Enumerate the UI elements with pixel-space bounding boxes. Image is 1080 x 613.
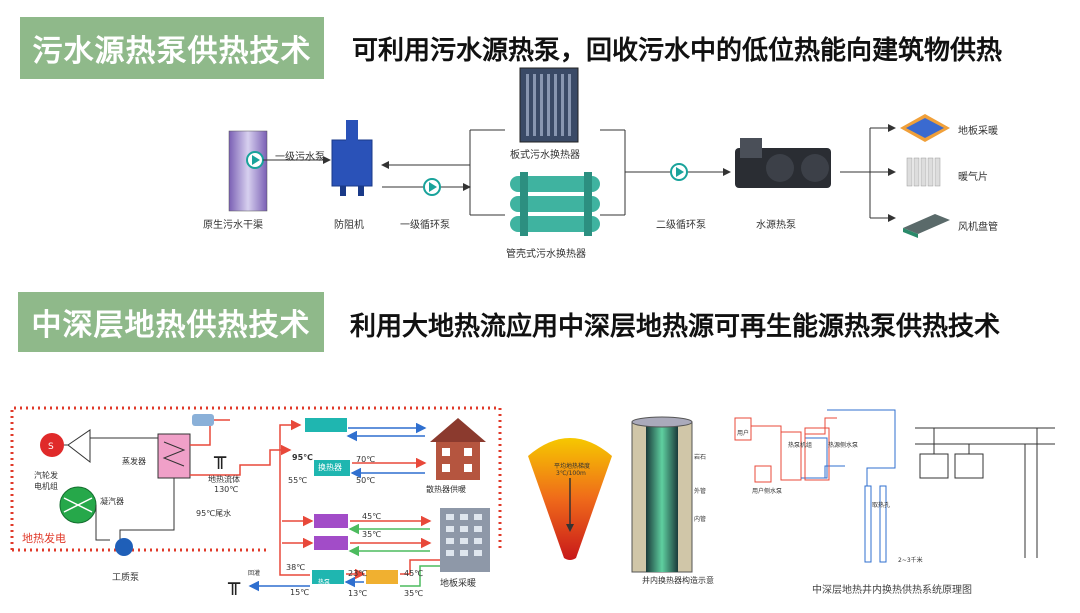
- label-t35b: 35℃: [404, 589, 424, 598]
- geo-power-frame: [10, 406, 502, 550]
- label-condenser: 凝汽器: [100, 497, 124, 506]
- label-pump1: 一级污水泵: [275, 152, 325, 163]
- label-plate-hx: 板式污水换热器: [510, 150, 580, 161]
- working-pump-icon: [115, 538, 133, 556]
- label-radiator: 暖气片: [958, 172, 988, 183]
- generator-icon: [40, 433, 64, 457]
- label-loop2: 二级循环泵: [656, 220, 706, 231]
- label-source-pump: 热源侧水泵: [828, 442, 859, 449]
- evaporator-icon: [157, 433, 191, 479]
- label-floor-heating: 地板采暖: [440, 579, 477, 589]
- hp-box-1: [314, 514, 348, 528]
- label-gradient-val: 3℃/100m: [556, 470, 586, 477]
- label-sewage-channel: 原生污水干渠: [203, 220, 263, 231]
- label-user: 用户: [737, 430, 750, 437]
- svg-text:╥: ╥: [227, 571, 241, 595]
- label-t55: 55℃: [288, 476, 308, 485]
- fan-coil-icon: [903, 214, 950, 238]
- label-heat-pump: 水源热泵: [756, 220, 796, 231]
- label-steam-gen: 汽轮发电机组: [34, 471, 58, 491]
- label-fan-coil: 风机盘管: [958, 222, 998, 233]
- floor-heating-icon: [900, 114, 950, 142]
- label-loop1: 一级循环泵: [400, 220, 450, 231]
- label-user-pump: 用户侧水泵: [752, 488, 783, 495]
- label-evaporator: 蒸发器: [122, 457, 146, 466]
- label-depth: 2~3千米: [898, 557, 923, 564]
- well-heat-exchanger-diagram: [528, 416, 693, 573]
- sewage-heat-pump-diagram: [228, 67, 950, 238]
- label-t35a: 35℃: [362, 530, 382, 539]
- hx-box-top: [305, 418, 347, 432]
- well-inner: [646, 422, 678, 572]
- radiator-icon: [906, 157, 941, 187]
- water-source-heat-pump: [735, 138, 831, 188]
- label-hp-unit: 热泵机组: [788, 442, 813, 449]
- label-inner: 内管: [694, 516, 707, 523]
- geothermal-power-diagram: S ╥: [10, 406, 502, 595]
- section1-banner: 污水源热泵供热技术: [20, 17, 324, 79]
- label-t23: 23℃: [348, 569, 368, 578]
- section2-banner: 中深层地热供热技术: [18, 292, 324, 352]
- label-t45a: 45℃: [362, 512, 382, 521]
- label-t50: 50℃: [356, 476, 376, 485]
- bottom-hx-1: [312, 570, 344, 584]
- label-well-caption: 井内换热器构造示意: [642, 576, 714, 585]
- label-gradient: 平均地热梯度: [554, 463, 591, 470]
- section2-headline: 利用大地热流应用中深层地热源可再生能源热泵供热技术: [350, 312, 1001, 342]
- shell-hx: [510, 172, 600, 236]
- label-geo-fluid: 地热流体: [208, 475, 240, 484]
- label-floor-heating: 地板采暖: [958, 126, 998, 137]
- svg-text:S: S: [48, 442, 54, 452]
- label-t70: 70℃: [356, 455, 376, 464]
- label-radiator-heating: 散热器供暖: [426, 485, 466, 494]
- section1-headline: 可利用污水源热泵，回收污水中的低位热能向建筑物供热: [352, 36, 1003, 66]
- label-geo-power: 地热发电: [22, 532, 66, 545]
- label-rock: 岩石: [694, 454, 707, 461]
- label-well: 取热孔: [872, 502, 891, 509]
- label-hp: 热泵: [318, 579, 331, 586]
- house-icon: [430, 418, 486, 480]
- label-anti-block: 防阻机: [334, 220, 364, 231]
- sewage-channel: [228, 130, 268, 212]
- label-t15: 15℃: [290, 588, 310, 597]
- bottom-hx-2: [366, 570, 398, 584]
- label-geo-fluid-temp: 130℃: [214, 485, 239, 494]
- label-t95: 95℃: [292, 453, 313, 462]
- geothermal-system-diagram: [734, 409, 1055, 563]
- label-shell-hx: 管壳式污水换热器: [506, 249, 586, 260]
- label-outer: 外管: [694, 488, 707, 495]
- anti-block-machine: [331, 139, 373, 187]
- hp-box-2: [314, 536, 348, 550]
- label-hx: 换热器: [318, 463, 342, 472]
- label-working-pump: 工质泵: [112, 573, 140, 583]
- apartment-icon: [440, 508, 490, 572]
- label-tail-water: 95℃尾水: [196, 509, 232, 518]
- heat-pump-unit: [804, 427, 830, 481]
- label-t38: 38℃: [286, 563, 306, 572]
- hx-box: [314, 460, 350, 476]
- label-t13: 13℃: [348, 589, 368, 598]
- label-system-caption: 中深层地热井内换热供热系统原理图: [812, 585, 972, 596]
- svg-text:╥: ╥: [213, 445, 227, 469]
- label-t45b: 45℃: [404, 569, 424, 578]
- label-reinjection: 回灌: [248, 570, 261, 577]
